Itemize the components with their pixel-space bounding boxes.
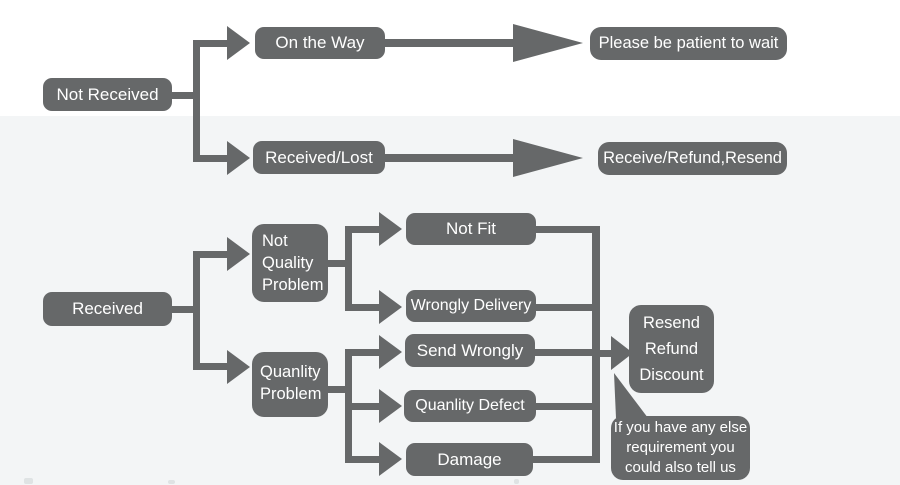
connector-line [385, 39, 515, 47]
connector-line [345, 226, 352, 311]
node-on-the-way: On the Way [255, 27, 385, 59]
connector-line [534, 304, 600, 311]
connector-line [533, 349, 600, 356]
node-quanlity-defect: Quanlity Defect [404, 390, 536, 422]
arrowhead-to-wrongly-delivery [379, 290, 402, 324]
node-damage: Damage [406, 443, 533, 476]
watermark-fragment [514, 479, 519, 484]
connector-line [170, 92, 198, 99]
arrowhead-to-resend [611, 336, 633, 370]
speech-bubble-tail [614, 373, 648, 418]
connector-line [534, 226, 600, 233]
node-resend-refund-discount: Resend Refund Discount [629, 305, 714, 393]
connector-line [197, 251, 230, 258]
node-quanlity-problem: Quanlity Problem [252, 352, 328, 417]
connector-line [385, 154, 515, 162]
node-please-be-patient: Please be patient to wait [590, 27, 787, 60]
arrowhead-to-received-lost [227, 141, 250, 175]
connector-line [350, 456, 380, 463]
connector-line [193, 40, 200, 162]
watermark-fragment [24, 478, 33, 484]
connector-line [598, 350, 612, 357]
connector-line [197, 155, 230, 162]
node-not-quality-problem: Not Quality Problem [252, 224, 328, 302]
connector-line [193, 251, 200, 370]
arrowhead-to-send-wrongly [379, 335, 402, 369]
watermark-fragment [168, 480, 175, 484]
connector-line [350, 304, 380, 311]
arrowhead-to-not-quality [227, 237, 250, 271]
connector-line [534, 403, 600, 410]
big-arrowhead-to-please-wait [513, 24, 583, 62]
connector-line [327, 260, 350, 267]
connector-line [170, 306, 198, 313]
connector-line [350, 349, 380, 356]
arrowhead-to-quanlity-problem [227, 350, 250, 384]
connector-line [197, 363, 230, 370]
arrowhead-to-quanlity-defect [379, 389, 402, 423]
connector-line [350, 226, 380, 233]
connector-line [531, 456, 600, 463]
connector-line [197, 40, 230, 47]
collector-rail [592, 226, 600, 463]
node-not-fit: Not Fit [406, 213, 536, 245]
node-received: Received [43, 292, 172, 326]
speech-bubble-note: If you have any else requirement you cou… [611, 416, 750, 480]
connector-line [350, 403, 380, 410]
node-send-wrongly: Send Wrongly [405, 334, 535, 367]
arrowhead-to-damage [379, 442, 402, 476]
node-receive-refund-resend: Receive/Refund,Resend [598, 142, 787, 175]
node-received-lost: Received/Lost [253, 141, 385, 174]
big-arrowhead-to-refund-resend [513, 139, 583, 177]
connector-line [327, 386, 350, 393]
node-not-received: Not Received [43, 78, 172, 111]
node-wrongly-delivery: Wrongly Delivery [406, 290, 536, 322]
connector-line [345, 349, 352, 463]
arrowhead-to-on-the-way [227, 26, 250, 60]
arrowhead-to-not-fit [379, 212, 402, 246]
